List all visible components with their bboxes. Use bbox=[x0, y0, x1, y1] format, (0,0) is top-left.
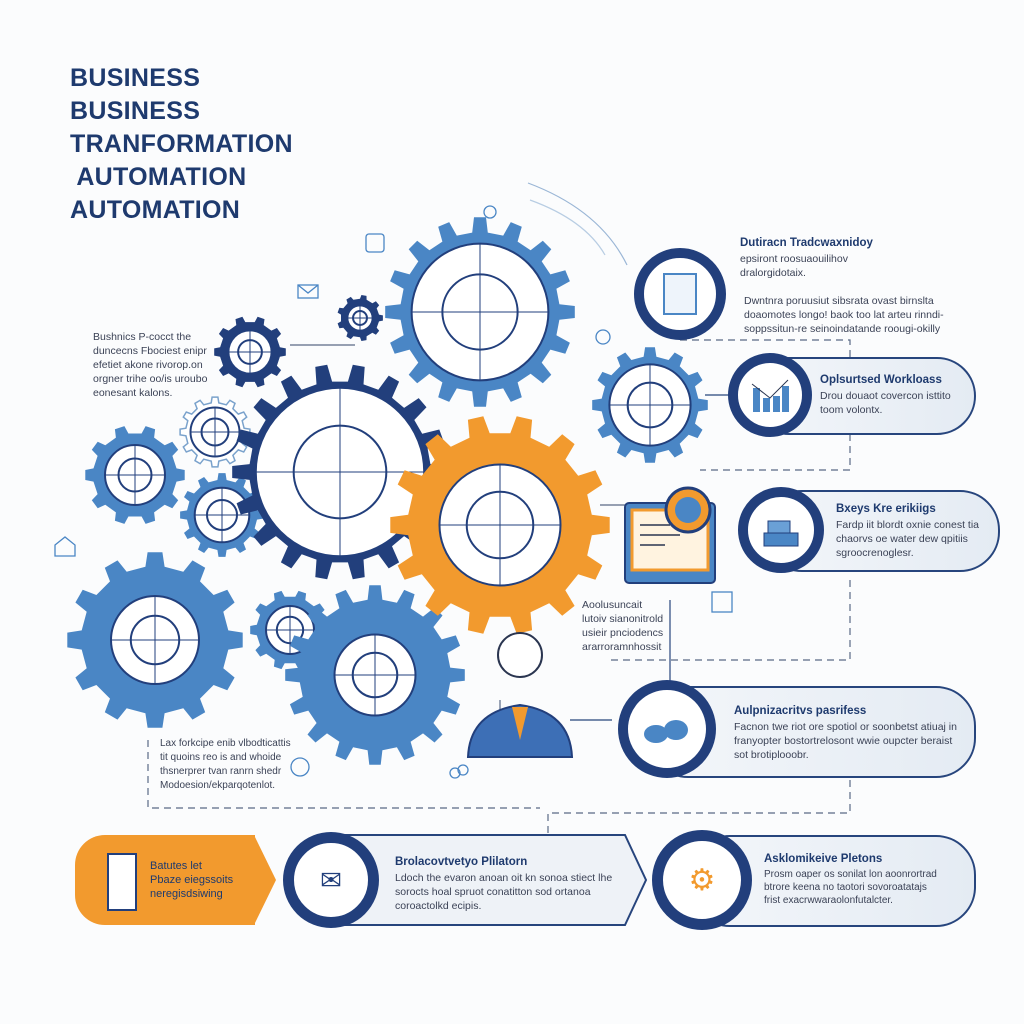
card-text: chaorvs oe water dew qpitiis bbox=[836, 533, 968, 545]
card-text: Facnon twe riot ore spotiol or soonbetst… bbox=[734, 721, 957, 733]
step-text: frist exacrwwaraolonfutalcter. bbox=[764, 895, 893, 906]
step-title: Asklomikeive Pletons bbox=[764, 853, 883, 865]
boxes-icon-ring bbox=[738, 487, 824, 573]
bottom-note: Lax forkcipe enib vlbodticattis tit quoi… bbox=[160, 737, 291, 793]
note-line: efetiet akone rivorop.on bbox=[93, 359, 203, 371]
card-business-transformation: Dutiracn Tradcwaxnidoy epsiront roosuaou… bbox=[740, 236, 944, 336]
card-text: doaomotes longo! baok too lat arteu rinn… bbox=[744, 309, 944, 321]
card-title: Dutiracn Tradcwaxnidoy bbox=[740, 237, 873, 249]
card-text: epsiront roosuaouilihov bbox=[740, 253, 848, 265]
gear-icon-detail bbox=[439, 464, 561, 586]
card-text: Dwntnra poruusiut sibsrata ovast birnslt… bbox=[744, 295, 934, 307]
arrow-icon bbox=[254, 835, 276, 925]
card-text: Fardp iit blordt oxnie conest tia bbox=[836, 519, 979, 531]
bottom-step-platform: Brolacovtvetyo Plilatorn Ldoch the evaro… bbox=[395, 855, 612, 913]
gear-icon-detail bbox=[105, 445, 165, 505]
step-text: neregisdsiwing bbox=[150, 888, 223, 900]
document-icon bbox=[663, 273, 697, 315]
card-text: sot brotiplooobr. bbox=[734, 749, 809, 761]
note-line: usieir pnciodencs bbox=[582, 627, 664, 639]
title-line: BUSINESS bbox=[70, 64, 201, 92]
gear-icon-detail bbox=[228, 330, 272, 374]
gear-icon-detail bbox=[411, 243, 549, 381]
step-title: Brolacovtvetyo Plilatorn bbox=[395, 856, 528, 868]
step-text: btrore keena no taotori sovoroatatajs bbox=[764, 882, 927, 893]
card-text: franyopter bostortrelosont wwie oupcter … bbox=[734, 735, 953, 747]
gear-icon-ring: ⚙ bbox=[652, 830, 752, 930]
step-text: sorocts hoal spruot conatitton sod ortan… bbox=[395, 886, 591, 898]
bar-chart-icon bbox=[751, 379, 789, 412]
document-icon bbox=[107, 853, 137, 911]
email-icon: ✉ bbox=[320, 864, 342, 895]
gear-icon: ⚙ bbox=[688, 863, 716, 897]
card-title: Bxeys Kre erikiigs bbox=[836, 503, 936, 515]
card-title: Aulpnizacritvs pasrifess bbox=[734, 705, 867, 717]
card-text: soppssitun-re seinoindatande roougi-okil… bbox=[744, 323, 941, 335]
title-line: BUSINESS bbox=[70, 97, 201, 125]
step-text: Batutes let bbox=[150, 860, 202, 872]
note-line: tit quoins reo is and whoide bbox=[160, 752, 282, 763]
note-line: Bushnics P-cocct the bbox=[93, 331, 192, 343]
center-note: Aoolusuncait lutoiv sianonitrold usieir … bbox=[582, 598, 663, 654]
note-line: orgner trihe oo/is uroubo bbox=[93, 373, 208, 385]
person-icon bbox=[466, 632, 574, 758]
note-line: thsnerprer tvan ranrn shedr bbox=[160, 766, 282, 777]
gear-icon-detail bbox=[347, 305, 373, 331]
note-line: ararroramnhossit bbox=[582, 641, 662, 653]
note-line: Aoolusuncait bbox=[582, 599, 643, 611]
note-line: lutoiv sianonitrold bbox=[582, 613, 664, 625]
gear-icon-detail bbox=[255, 387, 425, 557]
left-note: Bushnics P-cocct the duncecns Fbociest e… bbox=[93, 330, 207, 400]
bar-chart-icon-ring bbox=[728, 353, 812, 437]
email-icon-ring: ✉ bbox=[283, 832, 379, 928]
title-line: AUTOMATION bbox=[70, 196, 241, 224]
small-icons bbox=[54, 205, 733, 779]
gear-icon-detail bbox=[266, 606, 314, 654]
card-title: Oplsurtsed Workloass bbox=[820, 374, 942, 386]
card-text: toom volontx. bbox=[820, 404, 883, 416]
card-text: Drou douaot covercon isttito bbox=[820, 390, 951, 402]
step-text: Ldoch the evaron anoan oit kn sonoa stie… bbox=[395, 872, 613, 884]
step-text: Prosm oaper os sonilat lon aoonrortrad bbox=[764, 869, 937, 880]
gear-icon-detail bbox=[190, 407, 240, 457]
title-line: AUTOMATION bbox=[70, 163, 247, 191]
note-line: Lax forkcipe enib vlbodticattis bbox=[160, 738, 291, 749]
bottom-step-platform-shape bbox=[340, 834, 648, 926]
note-line: Modoesion/ekparqotenlot. bbox=[160, 780, 276, 791]
card-text: sgroocrenoglesr. bbox=[836, 547, 914, 559]
monitor-icon bbox=[624, 486, 716, 584]
gear-icon-detail bbox=[111, 596, 199, 684]
note-line: duncecns Fbociest enipr bbox=[93, 345, 207, 357]
note-line: eonesant kalons. bbox=[93, 387, 173, 399]
automation-icon-ring bbox=[618, 680, 716, 778]
card-text: dralorgidotaix. bbox=[740, 267, 806, 279]
devices-icon bbox=[644, 720, 688, 743]
step-text: Pbaze eiegssoits bbox=[150, 874, 234, 886]
bottom-step-start: Batutes let Pbaze eiegssoits neregisdsiw… bbox=[75, 835, 255, 925]
title-line: TRANFORMATION bbox=[70, 130, 293, 158]
gear-icon-detail bbox=[334, 634, 416, 716]
gear-icon-detail bbox=[609, 364, 691, 446]
page-title: BUSINESS BUSINESS TRANFORMATION AUTOMATI… bbox=[70, 62, 293, 227]
gear-icon-detail bbox=[194, 487, 250, 543]
step-text: coroactolkd ecipis. bbox=[395, 900, 482, 912]
bottom-step-automation: Asklomikeive Pletons Prosm oaper os soni… bbox=[764, 853, 937, 907]
boxes-icon bbox=[763, 520, 799, 547]
document-icon-ring bbox=[634, 248, 726, 340]
